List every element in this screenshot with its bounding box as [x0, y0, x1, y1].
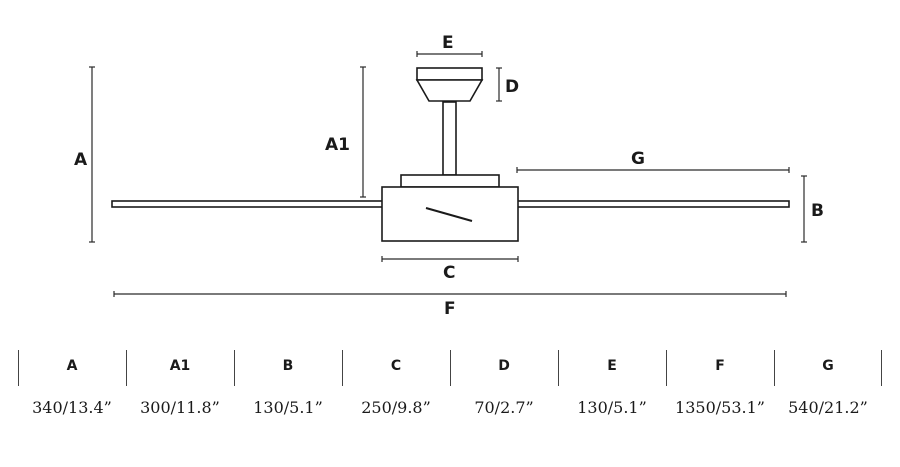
table-column-b: B 130/5.1” — [234, 348, 342, 428]
dimension-table: A 340/13.4” A1 300/11.8” B 130/5.1” C 25… — [18, 348, 882, 428]
table-column-a: A 340/13.4” — [18, 348, 126, 428]
table-header: B — [282, 358, 294, 374]
dimension-e: E — [416, 33, 483, 57]
table-header: A1 — [169, 358, 191, 374]
label-e: E — [442, 33, 454, 53]
table-value: 250/9.8” — [361, 398, 431, 417]
table-value: 70/2.7” — [474, 398, 534, 417]
table-column-c: C 250/9.8” — [342, 348, 450, 428]
dimension-a1: A1 — [325, 66, 366, 198]
label-a1: A1 — [325, 135, 350, 155]
dimension-f: F — [113, 291, 787, 319]
table-value: 130/5.1” — [577, 398, 647, 417]
table-divider — [126, 350, 127, 386]
motor-collar — [400, 174, 500, 188]
table-column-g: G 540/21.2” — [774, 348, 882, 428]
table-value: 130/5.1” — [253, 398, 323, 417]
right-blade — [516, 200, 790, 208]
table-divider — [234, 350, 235, 386]
label-a: A — [74, 150, 88, 170]
table-column-f: F 1350/53.1” — [666, 348, 774, 428]
dimension-g: G — [516, 149, 790, 173]
table-column-d: D 70/2.7” — [450, 348, 558, 428]
table-value: 340/13.4” — [32, 398, 112, 417]
dimension-b: B — [801, 175, 824, 243]
label-g: G — [631, 149, 645, 169]
table-header: F — [715, 358, 725, 374]
fan-dimension-diagram: A A1 E D G B C — [74, 33, 824, 319]
table-column-e: E 130/5.1” — [558, 348, 666, 428]
table-header: G — [822, 358, 834, 374]
label-f: F — [444, 299, 456, 319]
housing-detail-line — [425, 207, 473, 222]
table-divider — [18, 350, 19, 386]
downrod — [442, 101, 457, 176]
label-b: B — [811, 201, 824, 221]
dimension-c: C — [381, 256, 519, 283]
ceiling-fan-drawing — [111, 67, 790, 242]
table-value: 300/11.8” — [140, 398, 220, 417]
table-divider — [774, 350, 775, 386]
table-value: 540/21.2” — [788, 398, 868, 417]
table-divider — [558, 350, 559, 386]
table-divider — [450, 350, 451, 386]
label-c: C — [443, 263, 455, 283]
canopy-body — [415, 79, 484, 102]
dimension-d: D — [496, 67, 519, 102]
table-header: A — [66, 358, 78, 374]
table-header: E — [607, 358, 617, 374]
table-divider — [666, 350, 667, 386]
table-divider — [881, 350, 882, 386]
table-header: D — [498, 358, 510, 374]
table-divider — [342, 350, 343, 386]
canopy-top — [416, 67, 483, 81]
table-value: 1350/53.1” — [675, 398, 765, 417]
table-column-a1: A1 300/11.8” — [126, 348, 234, 428]
left-blade — [111, 200, 385, 208]
dimension-a: A — [74, 66, 95, 243]
label-d: D — [505, 77, 519, 97]
table-header: C — [390, 358, 402, 374]
